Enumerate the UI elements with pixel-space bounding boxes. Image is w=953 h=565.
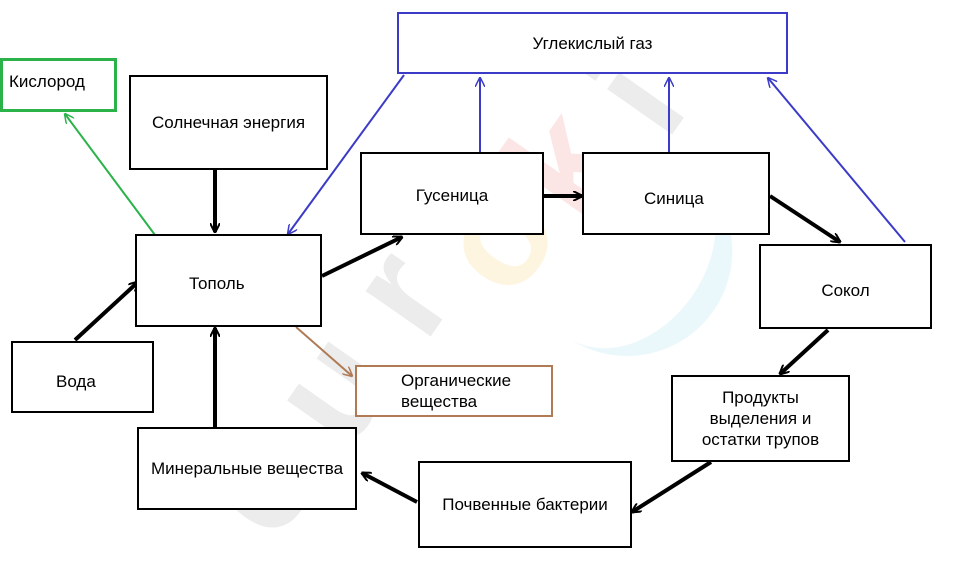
node-tit: Синица <box>582 152 770 235</box>
node-organic: Органические вещества <box>355 365 553 417</box>
node-falcon-label: Сокол <box>821 281 870 300</box>
node-poplar: Тополь <box>135 234 322 327</box>
arrow-bacteria-to-minerals <box>362 471 418 504</box>
arrow-water-to-poplar <box>73 282 138 342</box>
node-bacteria-label: Почвенные бактерии <box>442 495 608 514</box>
arrow-poplar-to-oxygen <box>65 114 156 236</box>
node-organic-label: Органические вещества <box>401 371 512 411</box>
node-bacteria: Почвенные бактерии <box>418 461 632 548</box>
arrow-products-to-bacteria <box>632 460 713 512</box>
node-products: Продукты выделения и остатки трупов <box>671 375 850 462</box>
node-oxygen-label: Кислород <box>9 72 85 91</box>
node-tit-label: Синица <box>644 189 704 208</box>
node-co2-label: Углекислый газ <box>532 33 653 53</box>
node-poplar-label: Тополь <box>189 274 245 293</box>
arrow-poplar-to-organic <box>295 326 352 376</box>
node-falcon: Сокол <box>759 244 932 329</box>
node-water-label: Вода <box>56 372 96 391</box>
node-products-label: Продукты выделения и остатки трупов <box>701 388 820 449</box>
node-sun-label: Солнечная энергия <box>151 113 306 132</box>
node-sun: Солнечная энергия <box>129 75 328 170</box>
arrow-falcon-to-co2 <box>768 78 906 243</box>
arrow-falcon-to-products <box>780 328 830 374</box>
arrow-co2-to-poplar <box>288 74 405 234</box>
node-water: Вода <box>11 341 154 413</box>
node-caterpillar-label: Гусеница <box>415 186 489 205</box>
node-co2: Углекислый газ <box>397 12 788 74</box>
node-caterpillar: Гусеница <box>360 152 544 235</box>
node-minerals: Минеральные вещества <box>137 427 357 510</box>
node-minerals-label: Минеральные вещества <box>150 459 344 478</box>
arrow-tit-to-falcon <box>768 194 840 242</box>
node-oxygen: Кислород <box>0 58 117 112</box>
arrow-poplar-to-caterpillar <box>321 235 402 278</box>
